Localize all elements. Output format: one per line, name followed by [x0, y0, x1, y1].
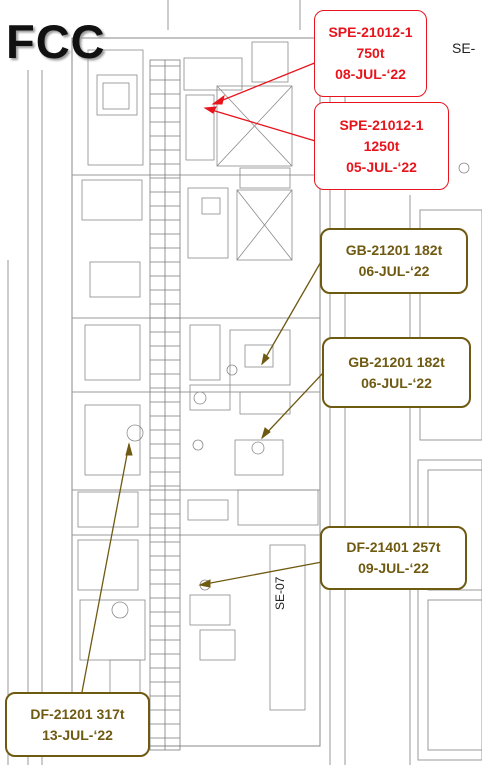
callout-line-1: SPE-21012-1: [328, 24, 413, 40]
leader-df-21201: [81, 443, 130, 693]
callout-spe-21012-1-1250t: SPE-21012-1 1250t 05-JUL-‘22: [314, 102, 449, 190]
callout-df-21201: DF-21201 317t 13-JUL-‘22: [5, 692, 150, 757]
callout-gb-21201-lower: GB-21201 182t 06-JUL-‘22: [322, 337, 471, 408]
leader-df-21401: [199, 561, 323, 586]
callout-line-3: 08-JUL-‘22: [335, 66, 406, 82]
callout-line-2: 06-JUL-‘22: [361, 374, 432, 391]
area-label-se-07: SE-07: [273, 576, 287, 610]
callout-line-1: DF-21401 257t: [346, 539, 441, 555]
area-label-se: SE-: [452, 40, 476, 56]
callout-line-1: SPE-21012-1: [339, 116, 424, 133]
page-title: FCC: [6, 15, 106, 68]
callout-df-21401: DF-21401 257t 09-JUL-‘22: [320, 526, 467, 590]
callout-line-2: 750t: [356, 45, 385, 61]
leader-gb-b: [261, 372, 324, 439]
callout-line-2: 1250t: [363, 137, 400, 154]
leader-spe-750t: [212, 59, 323, 105]
callout-line-3: 05-JUL-‘22: [346, 158, 417, 175]
callout-line-2: 13-JUL-‘22: [42, 726, 113, 743]
leader-spe-1250t: [204, 107, 323, 144]
callout-line-2: 09-JUL-‘22: [358, 560, 429, 576]
callout-line-2: 06-JUL-‘22: [358, 263, 430, 279]
callout-gb-21201-upper: GB-21201 182t 06-JUL-‘22: [320, 228, 468, 294]
leader-gb-a: [261, 259, 323, 365]
callout-line-1: DF-21201 317t: [30, 705, 125, 722]
callout-spe-21012-1-750t: SPE-21012-1 750t 08-JUL-‘22: [314, 10, 427, 97]
callout-line-1: GB-21201 182t: [348, 353, 445, 370]
callout-line-1: GB-21201 182t: [345, 242, 443, 258]
